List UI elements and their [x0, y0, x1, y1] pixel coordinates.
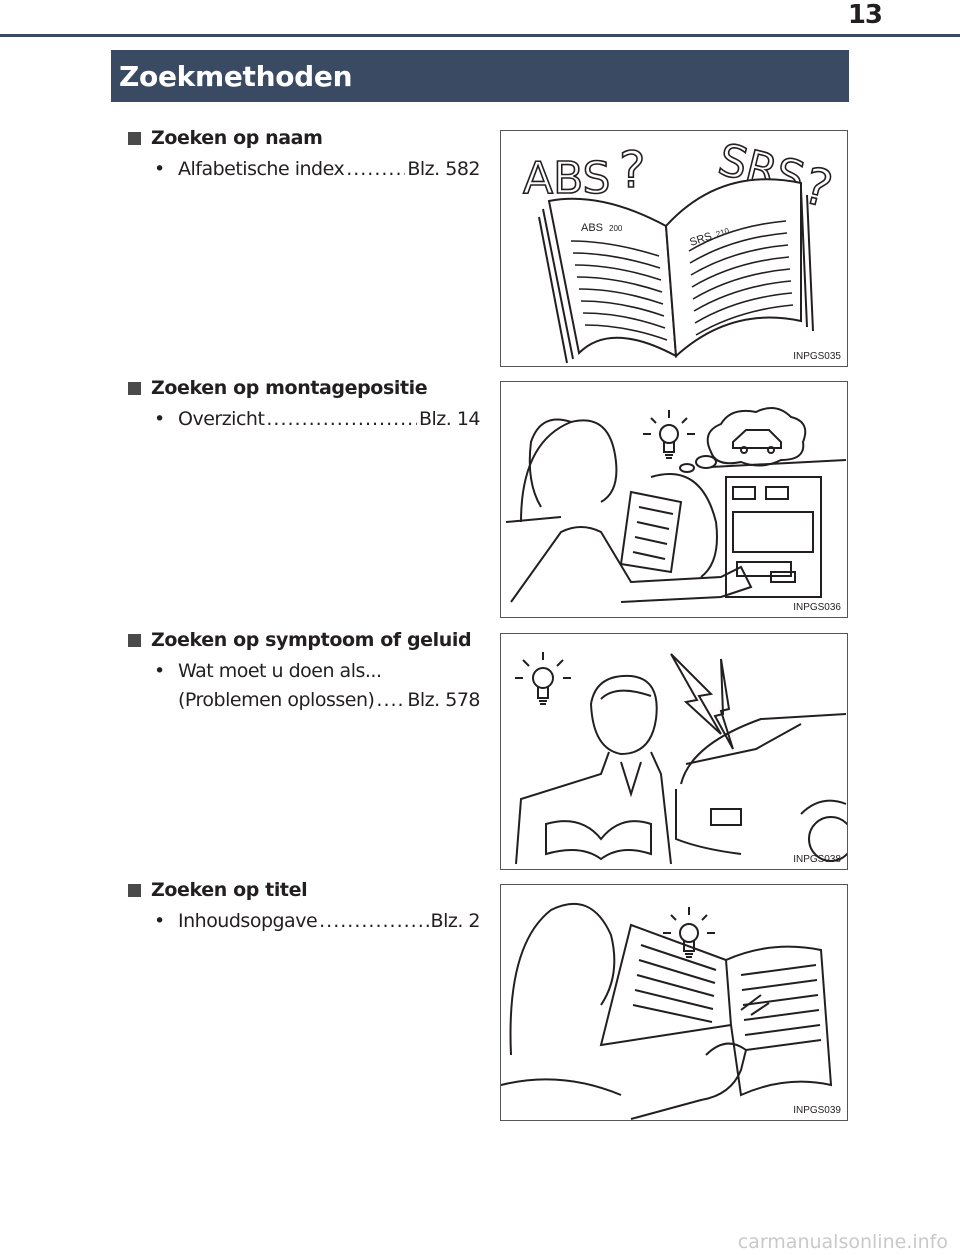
item-label: (Problemen oplossen)	[178, 689, 375, 711]
lightbulb-icon	[515, 652, 571, 705]
page-reference-link[interactable]: Blz. 578	[407, 689, 480, 711]
item-label: Overzicht	[178, 408, 265, 430]
dot-bullet-icon: •	[154, 910, 165, 932]
lightbulb-icon	[643, 410, 695, 459]
method-heading-text: Zoeken op titel	[151, 879, 308, 901]
page-reference-link[interactable]: Blz. 14	[418, 408, 481, 430]
square-bullet-icon	[128, 131, 141, 145]
contents-illustration	[501, 902, 833, 1120]
figure-code: INPGS039	[793, 1105, 841, 1116]
figure-man-car-noise: INPGS038	[500, 633, 848, 870]
driver-illustration	[505, 407, 847, 603]
method-item: • Wat moet u doen als... (Problemen oplo…	[154, 657, 480, 715]
dot-bullet-icon: •	[154, 660, 165, 682]
item-label: Alfabetische index	[178, 158, 345, 180]
method-search-by-position: Zoeken op montagepositie • Overzicht Blz…	[128, 377, 481, 434]
figure-open-book-abs-srs: ABS ? SRS ?	[500, 130, 848, 367]
dot-bullet-icon: •	[154, 158, 165, 180]
dot-bullet-icon: •	[154, 408, 165, 430]
method-search-by-symptom: Zoeken op symptoom of geluid • Wat moet …	[128, 629, 480, 715]
method-heading: Zoeken op naam	[128, 127, 480, 149]
dot-leader	[266, 405, 417, 434]
page-number: 13	[847, 0, 883, 30]
method-heading-text: Zoeken op naam	[151, 127, 323, 149]
method-heading-text: Zoeken op montagepositie	[151, 377, 428, 399]
method-search-by-name: Zoeken op naam • Alfabetische index Blz.…	[128, 127, 480, 184]
method-heading: Zoeken op titel	[128, 879, 480, 901]
method-item: • Alfabetische index Blz. 582	[154, 155, 480, 184]
item-label: Inhoudsopgave	[178, 910, 318, 932]
dot-leader	[376, 686, 405, 715]
page-reference-link[interactable]: Blz. 582	[407, 158, 480, 180]
square-bullet-icon	[128, 883, 141, 897]
figure-reading-contents: INPGS039	[500, 884, 848, 1121]
figure-code: INPGS035	[793, 351, 841, 362]
lightbulb-icon	[663, 907, 715, 958]
page-number-abs: 200	[609, 224, 623, 233]
item-label-line1: Wat moet u doen als...	[178, 660, 382, 682]
page-reference-link[interactable]: Blz. 2	[430, 910, 481, 932]
method-item: • Overzicht Blz. 14	[154, 405, 481, 434]
figure-code: INPGS036	[793, 602, 841, 613]
method-heading: Zoeken op montagepositie	[128, 377, 480, 399]
svg-text:?: ?	[619, 141, 646, 199]
abs-question-text: ABS	[523, 153, 610, 204]
method-heading: Zoeken op symptoom of geluid	[128, 629, 480, 651]
page-number-srs: 210	[715, 226, 731, 239]
dot-leader	[319, 907, 428, 936]
square-bullet-icon	[128, 633, 141, 647]
symptom-illustration	[515, 652, 847, 865]
section-header: Zoekmethoden	[111, 50, 849, 102]
watermark: carmanualsonline.info	[737, 1231, 948, 1253]
dot-leader	[346, 155, 405, 184]
book-illustration: ABS ? SRS ?	[522, 133, 839, 364]
page-label-abs: ABS	[581, 222, 603, 234]
section-title: Zoekmethoden	[119, 59, 353, 93]
top-rule	[0, 34, 960, 37]
method-heading-text: Zoeken op symptoom of geluid	[151, 629, 472, 651]
figure-driver-dashboard: INPGS036	[500, 381, 848, 618]
figure-code: INPGS038	[793, 854, 841, 865]
method-search-by-title: Zoeken op titel • Inhoudsopgave Blz. 2	[128, 879, 481, 936]
square-bullet-icon	[128, 381, 141, 395]
method-item: • Inhoudsopgave Blz. 2	[154, 907, 481, 936]
